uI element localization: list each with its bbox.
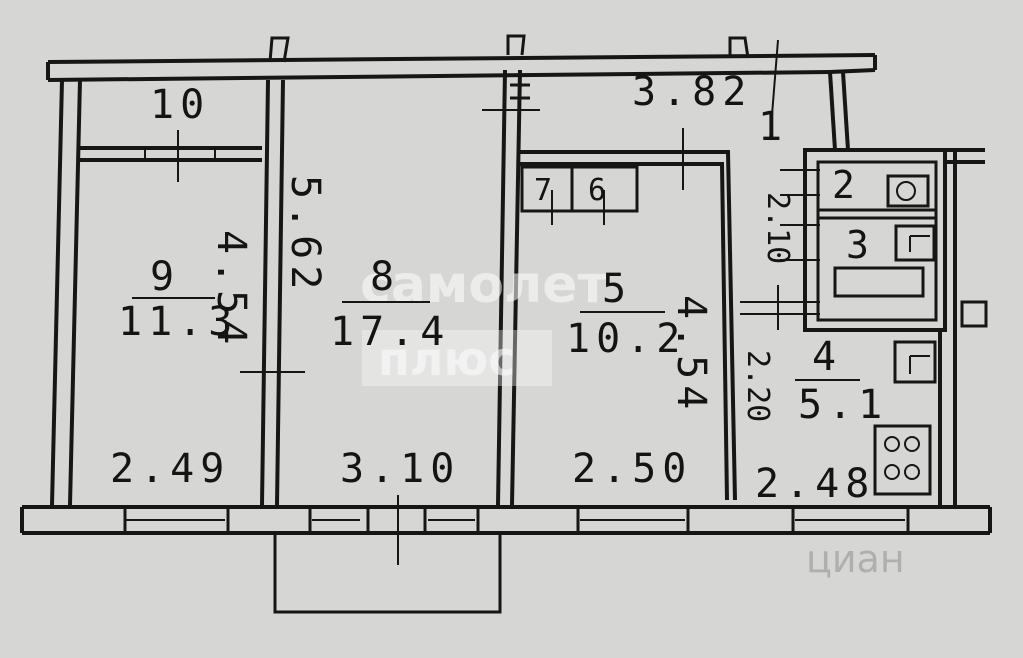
dim-2-10: 2.10 <box>760 192 795 264</box>
room-8-number: 8 <box>370 254 400 300</box>
kitchen-sink-icon <box>893 340 937 384</box>
watermark-cian: циан <box>806 537 905 581</box>
kitchen-right-wall <box>938 150 957 505</box>
watermark-sub: плюс <box>378 332 515 386</box>
watermark-badge <box>362 330 552 386</box>
dim-2-48: 2.48 <box>755 461 875 507</box>
top-wall <box>46 53 877 82</box>
bottom-wall <box>20 505 992 535</box>
room5-closets <box>520 128 737 501</box>
room-9-area: 11.3 <box>118 299 238 345</box>
room-1-number: 1 <box>758 104 788 150</box>
balcony <box>273 495 502 614</box>
hallway-right <box>728 36 850 151</box>
wall-8-5 <box>482 34 540 506</box>
room-10-number: 10 <box>150 82 210 128</box>
room-3-number: 3 <box>846 223 869 267</box>
stove-icon <box>873 424 932 496</box>
sink-icon <box>894 224 936 262</box>
dim-2-20: 2.20 <box>740 350 775 422</box>
watermark-brand: самолет <box>360 255 608 315</box>
bathtub-icon <box>833 266 925 298</box>
room-8-area: 17.4 <box>330 309 450 355</box>
left-wall <box>50 79 82 506</box>
toilet-icon <box>886 174 930 208</box>
dim-4-54-room5: 4.54 <box>668 295 714 415</box>
room-2-number: 2 <box>832 163 855 207</box>
dim-3-10: 3.10 <box>340 446 460 492</box>
room-4-area: 5.1 <box>798 382 888 428</box>
closet-10-partition <box>78 130 262 182</box>
room-7-number: 7 <box>534 173 552 208</box>
dim-2-49: 2.49 <box>110 446 230 492</box>
room-5-number: 5 <box>602 266 632 312</box>
dim-5-62: 5.62 <box>282 175 328 295</box>
room-5-area: 10.2 <box>566 316 686 362</box>
room-6-number: 6 <box>588 173 606 208</box>
room-9-number: 9 <box>150 254 180 300</box>
bathroom-block <box>740 148 988 332</box>
dim-4-54-room9: 4.54 <box>208 230 254 350</box>
room-4-number: 4 <box>812 334 842 380</box>
dim-2-50: 2.50 <box>572 446 692 492</box>
dim-top-3-82: 3.82 <box>632 69 752 115</box>
wall-9-8 <box>240 36 305 506</box>
